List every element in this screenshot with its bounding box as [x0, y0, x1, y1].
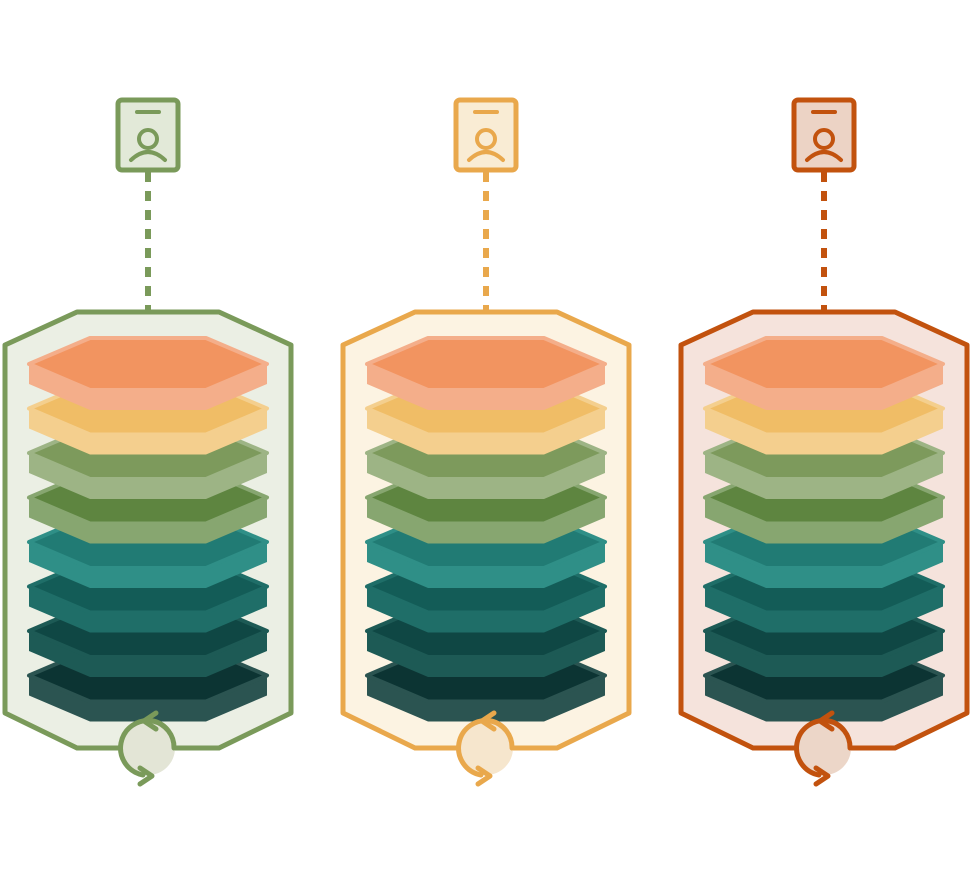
layer-rim [367, 675, 605, 722]
layer-rim [367, 542, 605, 588]
refresh-cycle-icon [118, 710, 177, 787]
layer-rim [367, 408, 605, 455]
layer-top [703, 336, 945, 392]
badge-head [813, 128, 835, 150]
layer-rim [29, 586, 267, 633]
badge-card [115, 97, 181, 173]
layer-rim [705, 453, 943, 499]
database-column-orange [678, 97, 970, 787]
cycle-arrowhead-bottom [137, 765, 155, 787]
layer-rim [705, 542, 943, 588]
layer-rim [29, 497, 267, 544]
layer-top [27, 336, 269, 392]
layer-rim [367, 586, 605, 633]
cycle-arc-right [826, 718, 853, 751]
layer-rim [29, 542, 267, 588]
cycle-badge [459, 721, 513, 775]
layer-rim [29, 453, 267, 499]
layer-rim [705, 408, 943, 455]
cycle-badge [797, 721, 851, 775]
layer-rim [29, 364, 267, 410]
layer-rim [29, 631, 267, 677]
badge-head [137, 128, 159, 150]
layer-rim [705, 586, 943, 633]
user-badge-icon [791, 97, 857, 173]
cycle-badge [121, 721, 175, 775]
cycle-arrowhead-bottom [813, 765, 831, 787]
layer-rim [705, 364, 943, 410]
badge-head [475, 128, 497, 150]
user-badge-icon [115, 97, 181, 173]
layer-top [365, 336, 607, 392]
cycle-arrowhead-top [817, 710, 835, 732]
badge-shoulders [467, 150, 505, 162]
database-column-yellow [340, 97, 632, 787]
layer-rim [705, 675, 943, 722]
cycle-arrowhead-bottom [475, 765, 493, 787]
stack-layer-peach [365, 336, 607, 410]
layer-rim [367, 364, 605, 410]
cycle-arc-right [488, 718, 515, 751]
badge-card [791, 97, 857, 173]
refresh-cycle-icon [456, 710, 515, 787]
user-badge-icon [453, 97, 519, 173]
cycle-arrowhead-top [479, 710, 497, 732]
refresh-cycle-icon [794, 710, 853, 787]
stack-layer-peach [703, 336, 945, 410]
stack-layer-peach [27, 336, 269, 410]
layer-rim [367, 453, 605, 499]
layer-rim [705, 631, 943, 677]
layer-rim [29, 408, 267, 455]
layer-rim [29, 675, 267, 722]
cycle-arrowhead-top [141, 710, 159, 732]
layer-rim [367, 497, 605, 544]
cycle-arc-right [150, 718, 177, 751]
badge-shoulders [805, 150, 843, 162]
badge-card [453, 97, 519, 173]
layer-rim [705, 497, 943, 544]
badge-shoulders [129, 150, 167, 162]
layer-rim [367, 631, 605, 677]
database-column-green [2, 97, 294, 787]
